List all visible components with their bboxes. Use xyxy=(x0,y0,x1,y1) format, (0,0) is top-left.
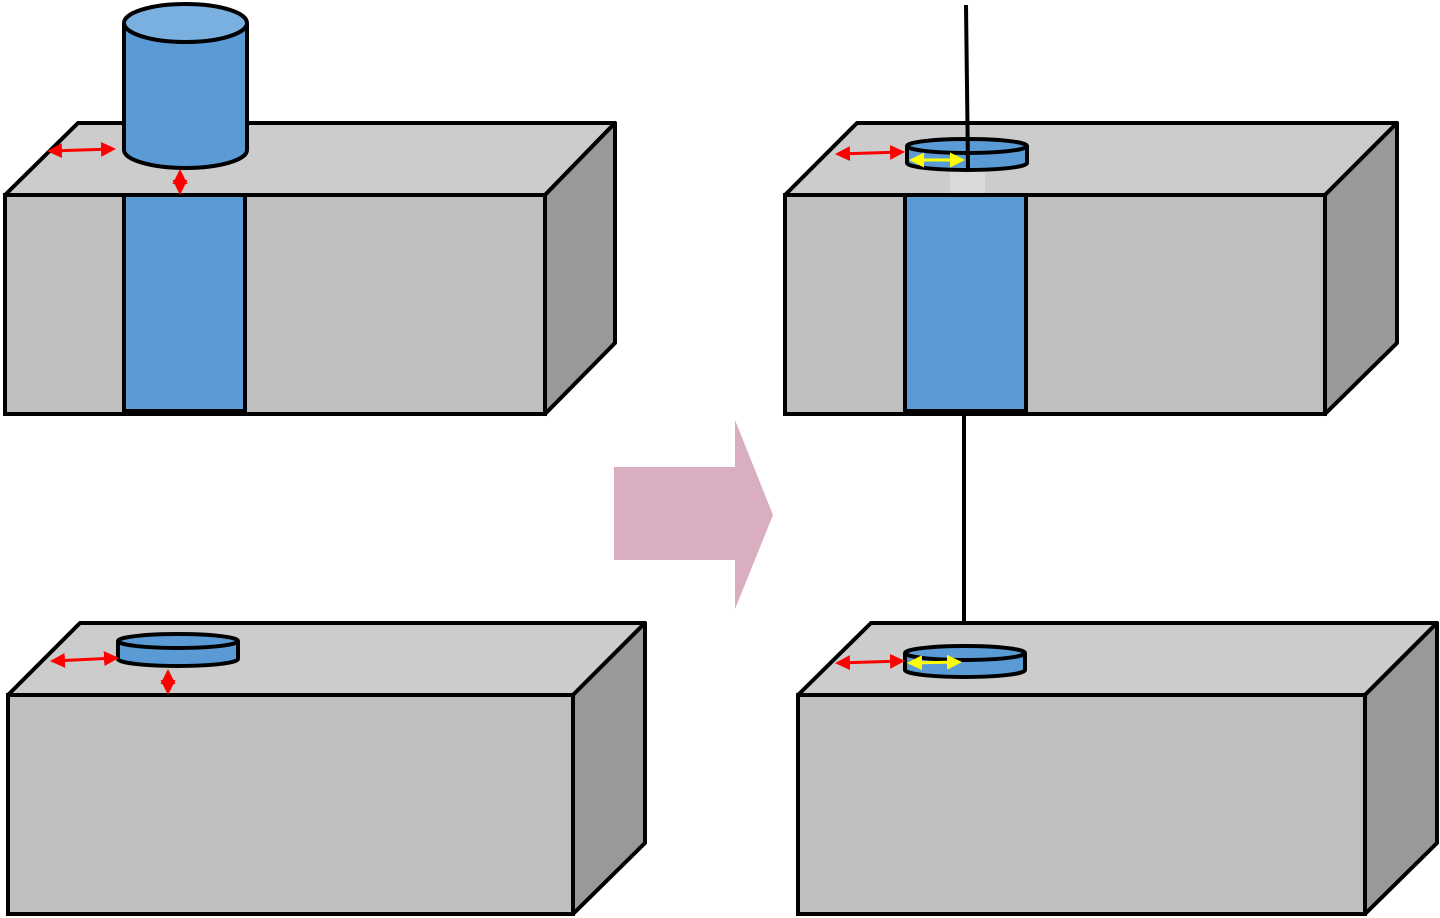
through-hole-cylinder xyxy=(903,193,1028,413)
wire-upper xyxy=(964,4,970,169)
disk-top xyxy=(116,632,240,650)
block-top-face xyxy=(796,621,1439,697)
tall-cylinder-top xyxy=(122,2,249,44)
red-double-arrow-horizontal xyxy=(835,144,905,162)
red-double-arrow-horizontal xyxy=(50,651,119,668)
disk-top xyxy=(903,644,1027,662)
block-front-face xyxy=(3,193,547,416)
process-arrow xyxy=(614,420,773,609)
tall-cylinder xyxy=(122,2,249,170)
bottom-right-block xyxy=(796,621,1439,916)
yellow-double-arrow xyxy=(907,654,962,671)
block-front-face xyxy=(783,193,1327,416)
top-right-block xyxy=(783,121,1399,416)
block-front-face xyxy=(6,693,575,916)
block-front-face xyxy=(796,693,1367,916)
bottom-left-block xyxy=(6,621,647,916)
block-top-face xyxy=(783,121,1399,197)
bottom-left-disk xyxy=(116,632,240,668)
tall-cylinder-body xyxy=(122,23,249,170)
red-double-arrow-horizontal xyxy=(835,653,905,671)
hole-shadow xyxy=(950,170,985,195)
through-hole-cylinder xyxy=(122,193,247,413)
red-double-arrow-horizontal xyxy=(47,141,116,159)
block-top-face xyxy=(3,121,617,197)
top-left-block xyxy=(3,121,617,416)
